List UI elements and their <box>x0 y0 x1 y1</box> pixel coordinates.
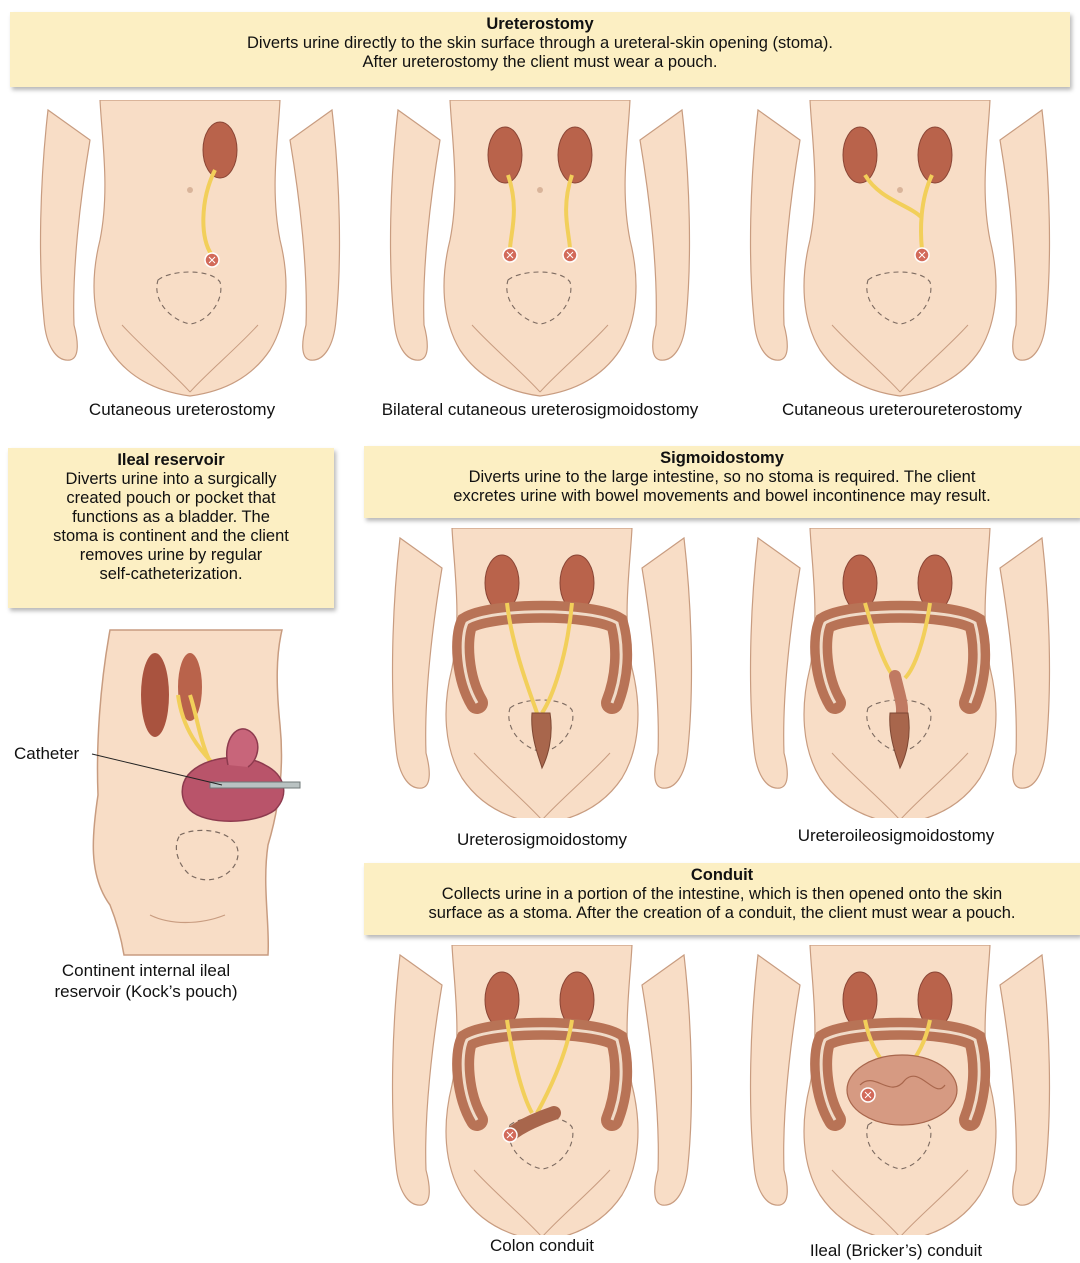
ileal-reservoir-box: Ileal reservoir Diverts urine into a sur… <box>8 448 334 608</box>
sigmoidostomy-box: Sigmoidostomy Diverts urine to the large… <box>364 446 1080 518</box>
caption-ureterosigmoidostomy: Ureterosigmoidostomy <box>457 830 627 850</box>
ureteroureterostomy-figure <box>740 100 1060 400</box>
right-arm <box>640 110 689 360</box>
ureterostomy-text-2: After ureterostomy the client must wear … <box>10 53 1070 72</box>
right-arm <box>1000 955 1049 1205</box>
right-arm <box>642 955 691 1205</box>
ileal-reservoir-text-3: functions as a bladder. The <box>8 508 334 527</box>
ureteroileosigmoidostomy-figure <box>740 528 1060 818</box>
sigmoidostomy-text-1: Diverts urine to the large intestine, so… <box>364 468 1080 487</box>
kidney-left <box>918 127 952 183</box>
kidney-right <box>843 127 877 183</box>
left-arm <box>393 955 442 1205</box>
cutaneous-ureterostomy-figure <box>30 100 350 400</box>
kock-pouch-figure <box>0 625 340 960</box>
conduit-text-1: Collects urine in a portion of the intes… <box>364 885 1080 904</box>
left-arm <box>751 538 800 788</box>
left-arm <box>41 110 90 360</box>
left-arm <box>751 955 800 1205</box>
catheter-label: Catheter <box>14 744 79 764</box>
sigmoidostomy-text-2: excretes urine with bowel movements and … <box>364 487 1080 506</box>
right-arm <box>642 538 691 788</box>
navel <box>897 187 903 193</box>
ureterosigmoidostomy-figure <box>382 528 702 818</box>
navel <box>537 187 543 193</box>
conduit-text-2: surface as a stoma. After the creation o… <box>364 904 1080 923</box>
right-arm <box>1000 538 1049 788</box>
ileal-conduit-figure <box>740 945 1060 1235</box>
caption-kock-2: reservoir (Kock’s pouch) <box>55 981 238 1002</box>
ileal-reservoir-text-1: Diverts urine into a surgically <box>8 470 334 489</box>
torso-body <box>94 100 286 396</box>
colon-conduit-figure <box>382 945 702 1235</box>
bilateral-figure <box>380 100 700 400</box>
navel <box>187 187 193 193</box>
left-arm <box>751 110 800 360</box>
ileal-reservoir-text-6: self-catheterization. <box>8 565 334 584</box>
torso-body <box>444 100 636 396</box>
left-arm <box>391 110 440 360</box>
caption-ureteroileosigmoidostomy: Ureteroileosigmoidostomy <box>798 826 995 846</box>
ileal-reservoir-text-2: created pouch or pocket that <box>8 489 334 508</box>
left-arm <box>393 538 442 788</box>
ureterostomy-box: Ureterostomy Diverts urine directly to t… <box>10 12 1070 87</box>
conduit-box: Conduit Collects urine in a portion of t… <box>364 863 1080 935</box>
conduit-title: Conduit <box>364 866 1080 885</box>
kidney-left <box>203 122 237 178</box>
ileal-pouch <box>182 758 283 822</box>
caption-cutaneous-ureterostomy: Cutaneous ureterostomy <box>89 400 275 420</box>
ileal-reservoir-title: Ileal reservoir <box>8 451 334 470</box>
caption-colon-conduit: Colon conduit <box>490 1236 594 1256</box>
right-arm <box>290 110 339 360</box>
sigmoidostomy-title: Sigmoidostomy <box>364 449 1080 468</box>
right-arm <box>1000 110 1049 360</box>
kidney-right <box>488 127 522 183</box>
ileal-reservoir-text-4: stoma is continent and the client <box>8 527 334 546</box>
caption-bilateral: Bilateral cutaneous ureterosigmoidostomy <box>382 400 699 420</box>
caption-ileal-conduit: Ileal (Bricker’s) conduit <box>810 1241 982 1261</box>
kidney-left <box>558 127 592 183</box>
caption-ureteroureterostomy: Cutaneous ureteroureterostomy <box>782 400 1022 420</box>
ureterostomy-title: Ureterostomy <box>10 15 1070 34</box>
ureterostomy-text-1: Diverts urine directly to the skin surfa… <box>10 34 1070 53</box>
torso-body <box>804 100 996 396</box>
ileal-reservoir-text-5: removes urine by regular <box>8 546 334 565</box>
catheter-tube <box>210 782 300 788</box>
caption-kock-1: Continent internal ileal <box>62 960 230 981</box>
kidney-back <box>141 653 169 737</box>
